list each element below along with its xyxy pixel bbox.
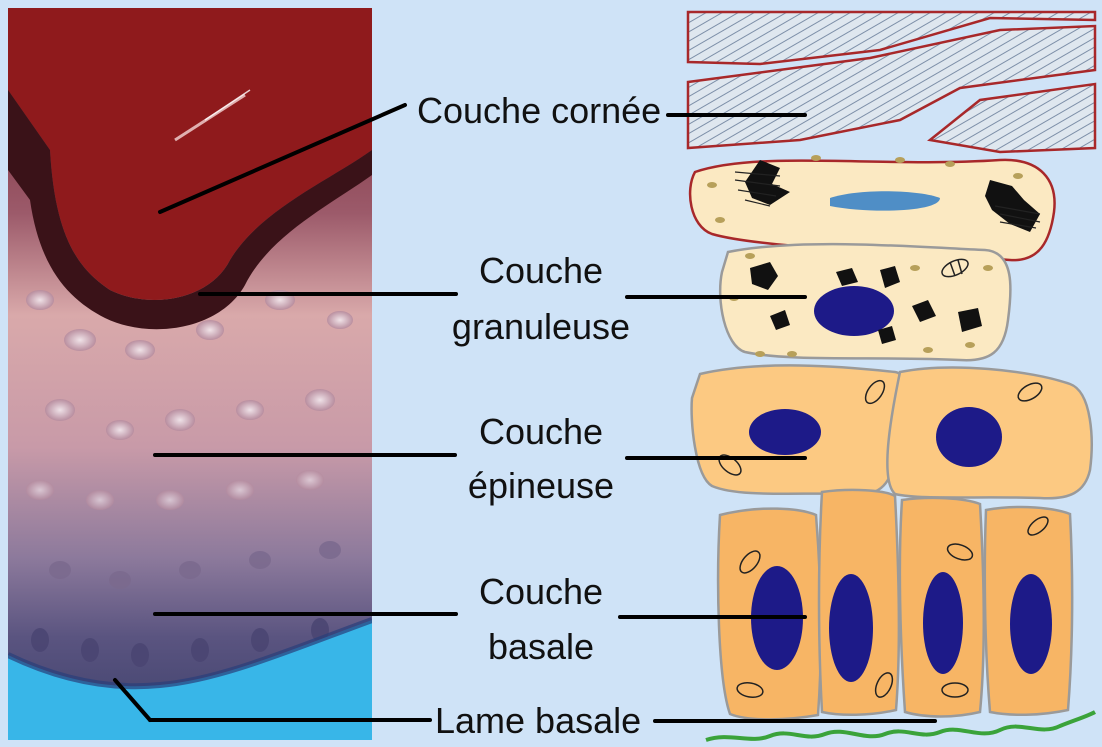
nucleus <box>936 407 1002 467</box>
label-stratum-basale-line1: Couche <box>479 571 603 612</box>
nucleus <box>1010 574 1052 674</box>
nucleus <box>923 572 963 674</box>
histology-photo <box>8 8 372 740</box>
granular-cell <box>720 244 1010 360</box>
label-stratum-basale-line2: basale <box>488 626 594 667</box>
spinous-cells <box>692 365 1092 498</box>
label-stratum-spinosum-line2: épineuse <box>468 465 614 506</box>
cornified-plates <box>688 12 1095 152</box>
basal-cells <box>718 490 1072 719</box>
label-stratum-corneum: Couche cornée <box>417 90 661 131</box>
label-stratum-spinosum-line1: Couche <box>479 411 603 452</box>
label-basal-lamina: Lame basale <box>435 700 641 741</box>
nucleus <box>749 409 821 455</box>
nucleus <box>814 286 894 336</box>
nucleus <box>829 574 873 682</box>
label-stratum-granulosum-line1: Couche <box>479 250 603 291</box>
label-stratum-granulosum-line2: granuleuse <box>452 306 630 347</box>
